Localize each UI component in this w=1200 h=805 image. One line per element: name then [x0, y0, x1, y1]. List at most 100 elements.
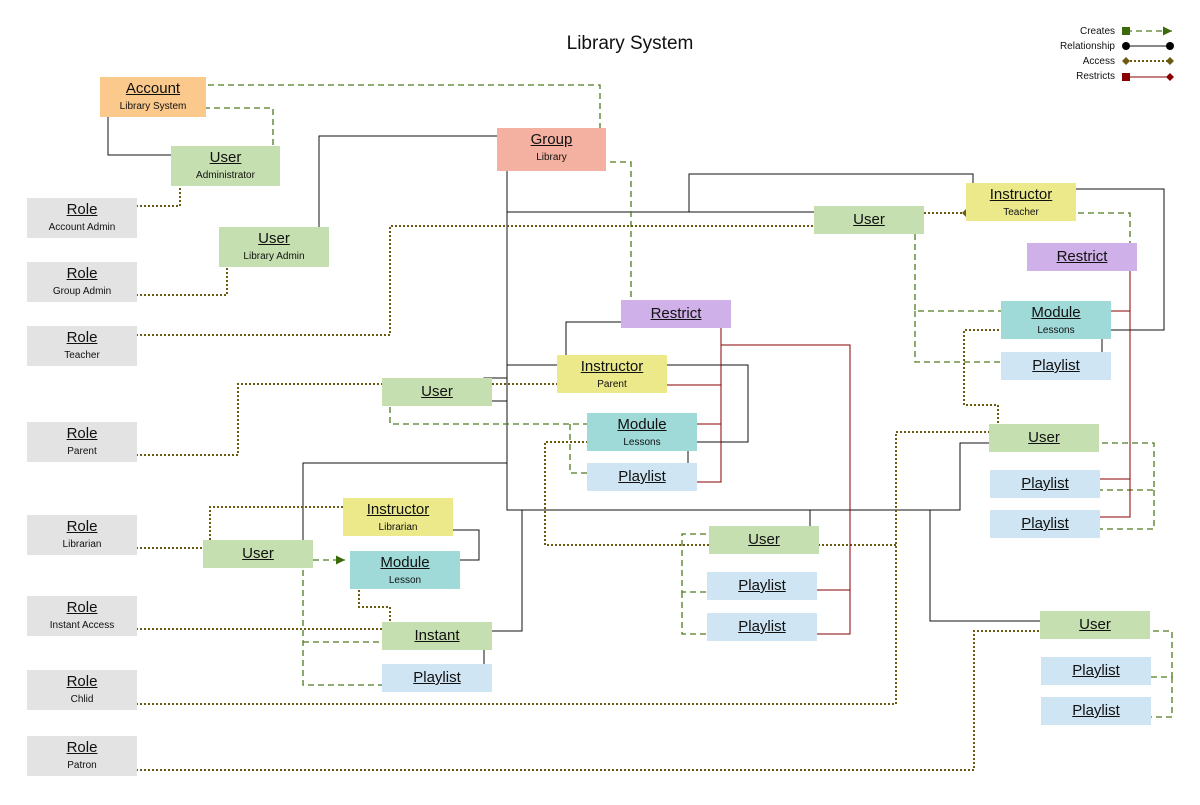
user-library-admin-node[interactable]: User Library Admin: [219, 227, 329, 267]
rel-group-user-teacher: [507, 208, 828, 216]
role-teacher-node[interactable]: Role Teacher: [27, 326, 137, 366]
node-name: Playlist: [618, 468, 666, 485]
role-group-admin-node[interactable]: Role Group Admin: [27, 262, 137, 302]
node-name: Role: [66, 518, 98, 535]
playlist-patron-2-node[interactable]: Playlist: [1041, 697, 1151, 725]
node-subtitle: Lesson: [388, 575, 422, 586]
node-name: User: [853, 211, 885, 228]
user-teacher-node[interactable]: User: [814, 206, 924, 234]
node-name: Instant: [414, 627, 460, 644]
user-child-right-node[interactable]: User: [989, 424, 1099, 452]
playlist-instant-node[interactable]: Playlist: [382, 664, 492, 692]
node-name: User: [1079, 616, 1111, 633]
role-instant-access-node[interactable]: Role Instant Access: [27, 596, 137, 636]
account-node[interactable]: Account Library System: [100, 77, 206, 117]
access-module-user-child-mid: [544, 438, 720, 549]
rel-group-libadmin: [315, 132, 511, 237]
legend-label-access: Access: [1082, 56, 1115, 67]
node-name: Instructor: [580, 358, 644, 375]
user-patron-node[interactable]: User: [1040, 611, 1150, 639]
restrict-teacher-node[interactable]: Restrict: [1027, 243, 1137, 271]
legend-label-restricts: Restricts: [1076, 71, 1115, 82]
playlist-patron-1-node[interactable]: Playlist: [1041, 657, 1151, 685]
node-subtitle: Teacher: [64, 350, 100, 361]
node-name: Group: [530, 131, 573, 148]
role-librarian-node[interactable]: Role Librarian: [27, 515, 137, 555]
access-role-child: [124, 428, 1002, 708]
node-subtitle: Group Admin: [52, 286, 112, 297]
node-subtitle: Parent: [67, 446, 97, 457]
restrict-parent-node[interactable]: Restrict: [621, 300, 731, 328]
node-subtitle: Librarian: [378, 522, 418, 533]
playlist-teacher-node[interactable]: Playlist: [1001, 352, 1111, 380]
user-administrator-node[interactable]: User Administrator: [171, 146, 280, 186]
playlist-child-right-2-node[interactable]: Playlist: [990, 510, 1100, 538]
legend-line-access: [1122, 57, 1174, 65]
user-parent-node[interactable]: User: [382, 378, 492, 406]
create-user-playlist-teacher: [914, 311, 1012, 367]
node-name: Role: [66, 201, 98, 218]
node-name: Playlist: [1021, 475, 1069, 492]
node-name: Instructor: [989, 186, 1053, 203]
role-account-admin-node[interactable]: Role Account Admin: [27, 198, 137, 238]
create-user-instant: [303, 637, 392, 647]
node-name: Role: [66, 739, 98, 756]
role-patron-node[interactable]: Role Patron: [27, 736, 137, 776]
create-user-module-teacher: [911, 220, 1012, 316]
node-subtitle: Teacher: [1003, 207, 1039, 218]
access-role-parent: [124, 380, 394, 459]
node-name: User: [748, 531, 780, 548]
node-name: User: [209, 149, 242, 166]
node-name: Restrict: [1056, 248, 1108, 265]
access-role-instant: [124, 625, 394, 633]
node-name: Playlist: [738, 577, 786, 594]
playlist-parent-node[interactable]: Playlist: [587, 463, 697, 491]
node-name: Module: [1031, 304, 1081, 321]
playlist-child-right-1-node[interactable]: Playlist: [990, 470, 1100, 498]
node-subtitle: Account Admin: [48, 222, 116, 233]
node-name: Playlist: [1021, 515, 1069, 532]
legend-label-relationship: Relationship: [1059, 41, 1115, 52]
instant-node[interactable]: Instant: [382, 622, 492, 650]
node-subtitle: Instant Access: [49, 620, 115, 631]
create-group-restrict: [596, 158, 636, 310]
node-name: User: [258, 230, 290, 247]
node-name: Playlist: [1072, 662, 1120, 679]
diagram-title: Library System: [566, 33, 694, 54]
node-name: Playlist: [1072, 702, 1120, 719]
access-role-librarian: [124, 544, 214, 552]
access-role-patron: [124, 627, 1052, 774]
node-name: Account: [125, 80, 181, 97]
role-parent-node[interactable]: Role Parent: [27, 422, 137, 462]
playlist-child-mid-2-node[interactable]: Playlist: [707, 613, 817, 641]
node-name: Restrict: [650, 305, 702, 322]
playlist-child-mid-1-node[interactable]: Playlist: [707, 572, 817, 600]
node-subtitle: Patron: [67, 760, 97, 771]
node-name: Role: [66, 425, 98, 442]
node-subtitle: Lessons: [1037, 325, 1075, 336]
user-librarian-node[interactable]: User: [203, 540, 313, 568]
group-node[interactable]: Group Library: [497, 128, 606, 171]
instructor-parent-node[interactable]: Instructor Parent: [557, 355, 667, 393]
node-subtitle: Administrator: [196, 170, 255, 181]
legend-line-relationship: [1122, 42, 1174, 50]
role-child-node[interactable]: Role Chlid: [27, 670, 137, 710]
instructor-librarian-node[interactable]: Instructor Librarian: [343, 498, 453, 536]
node-name: User: [242, 545, 274, 562]
node-name: Role: [66, 599, 98, 616]
node-subtitle: Library System: [119, 101, 187, 112]
rel-group-instant: [480, 509, 523, 635]
module-teacher-node[interactable]: Module Lessons: [1001, 301, 1111, 339]
legend-label-creates: Creates: [1079, 26, 1115, 37]
node-subtitle: Lessons: [623, 437, 661, 448]
module-parent-node[interactable]: Module Lessons: [587, 413, 697, 451]
legend-line-creates: [1122, 26, 1172, 36]
legend-line-restricts: [1122, 73, 1174, 81]
instructor-teacher-node[interactable]: Instructor Teacher: [966, 183, 1076, 221]
access-role-group-admin: [124, 255, 231, 299]
node-name: Playlist: [738, 618, 786, 635]
node-name: Playlist: [1032, 357, 1080, 374]
user-child-mid-node[interactable]: User: [709, 526, 819, 554]
module-librarian-node[interactable]: Module Lesson: [350, 551, 460, 589]
node-subtitle: Librarian: [62, 539, 102, 550]
